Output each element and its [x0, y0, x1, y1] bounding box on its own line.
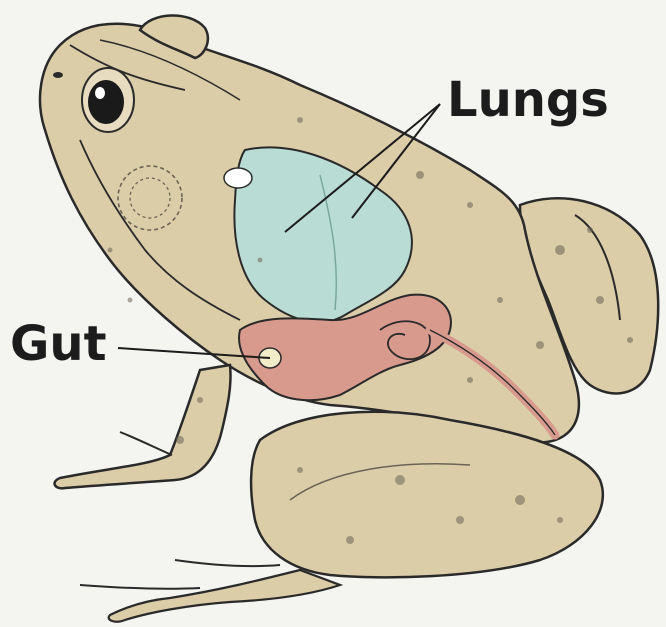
nostril: [53, 72, 63, 78]
label-gut: Gut: [10, 316, 107, 372]
label-lungs: Lungs: [447, 72, 609, 128]
front-leg: [55, 365, 231, 488]
heart-area: [224, 168, 252, 188]
hind-foot: [109, 570, 340, 622]
eye: [82, 68, 134, 132]
